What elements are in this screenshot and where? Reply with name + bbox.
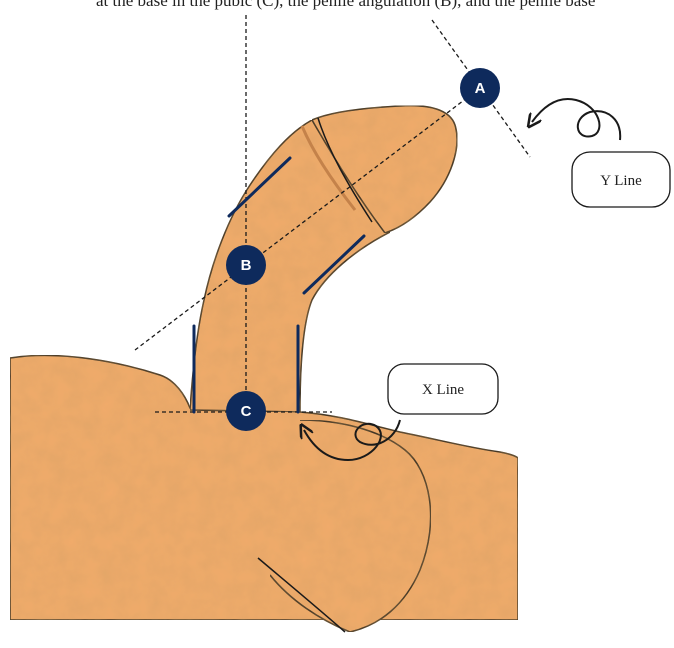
y-line-arrow xyxy=(532,99,620,140)
y-line-callout: Y Line xyxy=(532,99,670,207)
y-line-label: Y Line xyxy=(600,173,642,189)
point-c-label: C xyxy=(241,403,252,420)
point-b-marker: B xyxy=(226,245,266,285)
point-c-marker: C xyxy=(226,391,266,431)
x-line-label: X Line xyxy=(422,382,464,398)
point-b-label: B xyxy=(241,257,252,274)
point-a-marker: A xyxy=(460,68,500,108)
point-a-label: A xyxy=(475,80,486,97)
